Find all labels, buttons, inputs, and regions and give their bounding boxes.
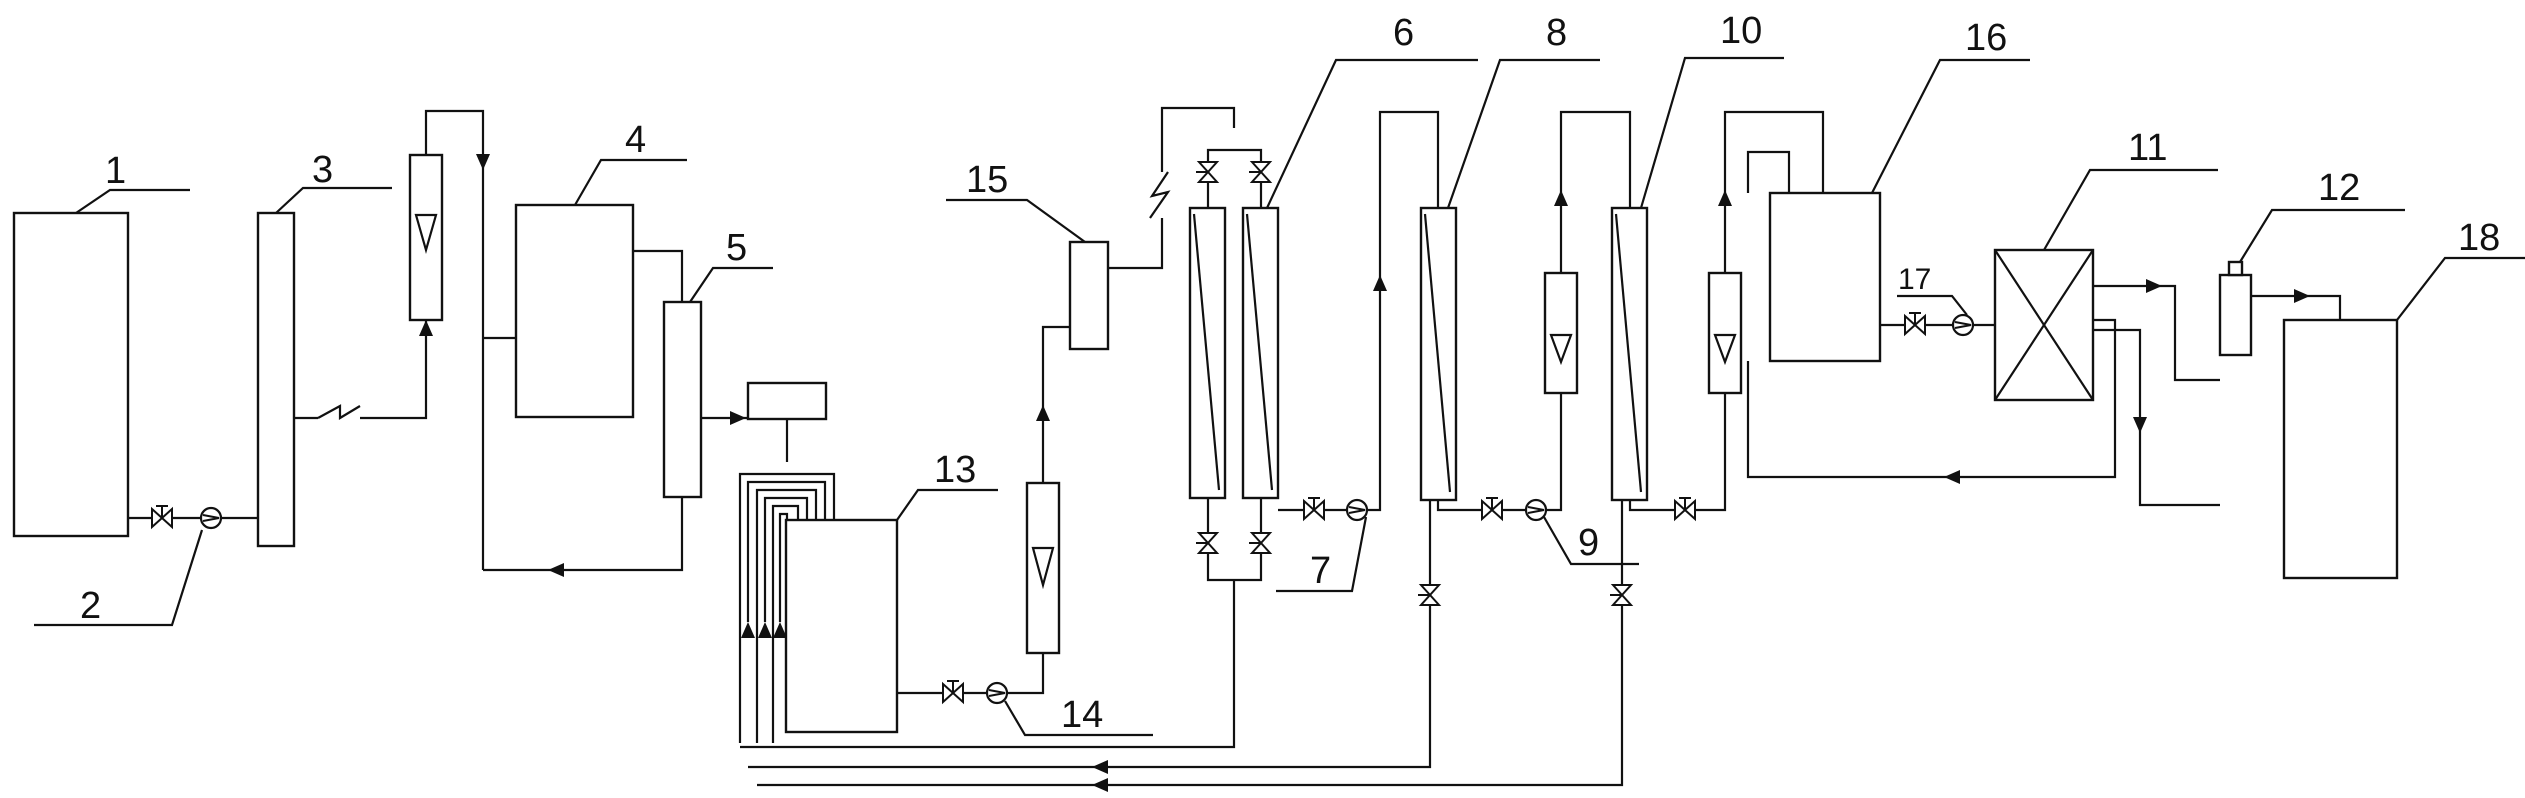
label-9: 9 [1578, 522, 1599, 564]
flowmeter-a [408, 153, 444, 322]
label-11: 11 [2128, 127, 2167, 169]
piping [128, 106, 2342, 787]
label-14: 14 [1061, 694, 1103, 736]
tank-18 [2282, 318, 2399, 580]
label-15: 15 [966, 159, 1008, 201]
label-18: 18 [2458, 217, 2500, 259]
cartridge-12 [2218, 273, 2253, 357]
filter-3 [256, 211, 296, 548]
cartridge-12-cap [2227, 260, 2244, 277]
tank-1 [12, 211, 130, 538]
label-5: 5 [726, 227, 747, 269]
tank-4 [514, 203, 635, 419]
flowmeter-d [1707, 271, 1743, 395]
label-1: 1 [105, 150, 126, 192]
label-16: 16 [1965, 17, 2007, 59]
flow-arrows [419, 154, 2310, 792]
column-5 [662, 300, 703, 499]
label-13: 13 [934, 449, 976, 491]
label-6: 6 [1393, 12, 1414, 54]
leader-lines [34, 56, 2525, 737]
label-17: 17 [1898, 263, 1931, 296]
flowmeter-a-float [414, 213, 438, 255]
tank-15 [1068, 240, 1110, 351]
controller-box [746, 381, 828, 421]
label-4: 4 [625, 119, 646, 161]
label-2: 2 [80, 585, 101, 627]
flowmeter-b [1025, 481, 1061, 655]
label-7: 7 [1310, 550, 1331, 592]
flowmeter-c-float [1549, 333, 1573, 366]
flowmeter-c [1543, 271, 1579, 395]
flowmeter-b-float [1031, 546, 1055, 590]
label-12: 12 [2318, 167, 2360, 209]
reference-numerals: 1 2 3 4 5 6 7 8 9 10 11 12 13 14 15 16 1… [80, 10, 2500, 736]
tank-16 [1768, 191, 1882, 363]
label-8: 8 [1546, 12, 1567, 54]
tank-13 [784, 518, 899, 734]
label-3: 3 [312, 149, 333, 191]
label-10: 10 [1720, 10, 1762, 52]
flowmeter-d-float [1713, 333, 1737, 366]
